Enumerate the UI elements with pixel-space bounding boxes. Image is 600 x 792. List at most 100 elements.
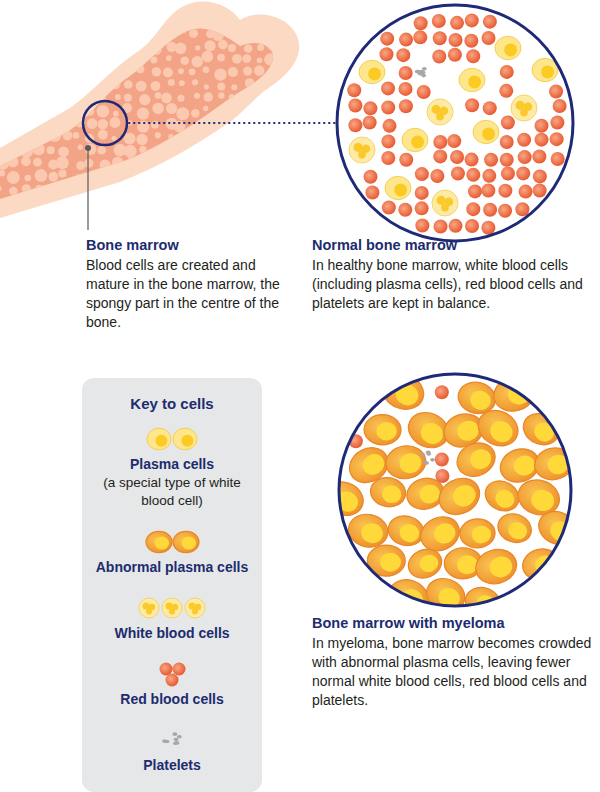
marrow-pore bbox=[69, 76, 82, 89]
red-blood-cell bbox=[450, 150, 464, 164]
marrow-pore bbox=[259, 171, 265, 177]
normal-marrow-ring bbox=[337, 5, 573, 241]
marrow-pore bbox=[8, 157, 19, 168]
red-blood-cell bbox=[535, 119, 549, 133]
marrow-pore bbox=[33, 158, 42, 167]
marrow-pore bbox=[278, 40, 289, 51]
red-blood-cell bbox=[447, 134, 461, 148]
marrow-pore bbox=[25, 175, 32, 182]
marrow-pore bbox=[140, 45, 147, 52]
marrow-pore bbox=[155, 132, 161, 138]
myeloma-marrow-cells bbox=[319, 369, 581, 620]
marrow-pore bbox=[63, 57, 72, 66]
marrow-pore bbox=[154, 14, 162, 22]
red-blood-cell bbox=[365, 186, 379, 200]
marrow-pore bbox=[136, 55, 145, 64]
marrow-pore bbox=[167, 186, 174, 193]
marrow-pore bbox=[174, 168, 185, 179]
abnormal-plasma-cell bbox=[385, 512, 427, 549]
red-blood-cell bbox=[364, 170, 378, 184]
marrow-pore bbox=[181, 28, 186, 33]
marrow-pore bbox=[178, 147, 190, 159]
marrow-pore bbox=[111, 136, 116, 141]
marrow-pore bbox=[244, 135, 253, 144]
red-blood-cell bbox=[551, 152, 565, 166]
white-blood-cell bbox=[427, 99, 453, 125]
white-blood-cell bbox=[185, 598, 205, 618]
marrow-pore bbox=[62, 80, 73, 91]
section-heading: Bone marrow bbox=[86, 236, 301, 255]
marrow-pore bbox=[219, 198, 225, 204]
marrow-pore bbox=[87, 95, 95, 103]
marrow-pore bbox=[71, 107, 79, 115]
marrow-pore bbox=[60, 42, 68, 50]
marrow-pore bbox=[0, 69, 5, 76]
marrow-pore bbox=[100, 159, 111, 170]
marrow-pore bbox=[242, 108, 253, 119]
marrow-pore bbox=[22, 16, 27, 21]
red-blood-cell bbox=[414, 16, 428, 30]
marrow-pore bbox=[272, 199, 279, 206]
marrow-pore bbox=[216, 160, 225, 169]
marrow-pore bbox=[227, 147, 238, 158]
abnormal-plasma-cell bbox=[459, 518, 496, 549]
legend-entry: White blood cells bbox=[82, 592, 262, 642]
marrow-pore bbox=[284, 158, 294, 168]
marrow-pore bbox=[270, 171, 282, 183]
red-blood-cell bbox=[399, 153, 413, 167]
marrow-pore bbox=[252, 144, 263, 155]
marrow-pore bbox=[0, 146, 6, 156]
marrow-pore bbox=[257, 28, 263, 34]
legend-sample bbox=[82, 526, 262, 558]
platelet bbox=[174, 738, 179, 742]
marrow-pore bbox=[176, 107, 189, 120]
marrow-pore bbox=[205, 182, 216, 193]
red-blood-cell bbox=[532, 150, 546, 164]
red-blood-cell bbox=[379, 47, 393, 61]
red-blood-cell bbox=[381, 151, 395, 165]
leader-line bbox=[87, 148, 88, 230]
marrow-pore bbox=[266, 92, 276, 102]
marrow-pore bbox=[229, 94, 235, 100]
red-blood-cell bbox=[432, 50, 446, 64]
red-blood-cell bbox=[435, 385, 449, 399]
red-blood-cell bbox=[451, 167, 465, 181]
red-blood-cell bbox=[399, 66, 413, 80]
marrow-pore bbox=[110, 79, 121, 90]
red-blood-cell bbox=[348, 99, 362, 113]
legend-sample bbox=[82, 658, 262, 690]
marrow-pore bbox=[245, 78, 255, 88]
marrow-pore bbox=[164, 149, 170, 155]
marrow-pore bbox=[202, 51, 214, 63]
marrow-pore bbox=[246, 32, 253, 39]
red-blood-cell bbox=[173, 663, 186, 676]
red-blood-cell bbox=[553, 99, 567, 113]
marrow-pore bbox=[77, 201, 83, 207]
abnormal-plasma-cell bbox=[519, 545, 562, 584]
marrow-pore bbox=[233, 20, 239, 26]
marrow-pore bbox=[190, 159, 201, 170]
red-blood-cell bbox=[435, 453, 449, 467]
bone-outline bbox=[0, 1, 299, 218]
plasma-cell bbox=[359, 60, 385, 83]
marrow-pore bbox=[129, 66, 136, 73]
white-blood-cell bbox=[349, 137, 375, 163]
marrow-pore bbox=[112, 157, 123, 168]
marrow-pore bbox=[214, 135, 223, 144]
marrow-pore bbox=[121, 39, 133, 51]
platelet bbox=[423, 460, 428, 464]
red-blood-cell bbox=[481, 184, 495, 198]
marrow-pore bbox=[166, 55, 172, 61]
marrow-pore bbox=[168, 79, 175, 86]
marrow-pore bbox=[202, 196, 215, 209]
marrow-pore bbox=[6, 14, 19, 27]
marrow-pore bbox=[56, 156, 69, 169]
marrow-pore bbox=[101, 185, 111, 195]
red-blood-cell bbox=[381, 81, 395, 95]
abnormal-plasma-cell bbox=[404, 544, 446, 583]
plasma-cell bbox=[385, 176, 411, 199]
red-blood-cell bbox=[449, 33, 463, 47]
marrow-pore bbox=[20, 196, 29, 205]
legend-entry: Plasma cells bbox=[82, 423, 262, 473]
abnormal-plasma-cell bbox=[368, 475, 408, 510]
